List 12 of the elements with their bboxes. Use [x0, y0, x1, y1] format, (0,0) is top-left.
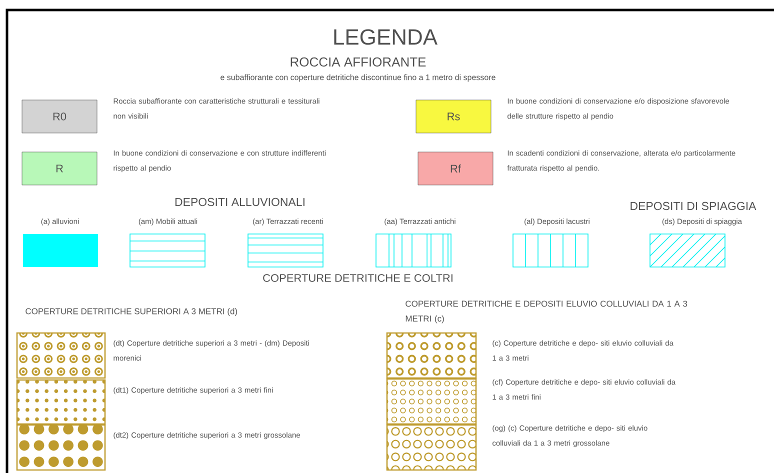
heading: COPERTURE DETRITICHE E DEPOSITI ELUVIO COLLUVIALI DA 1 A 3 METRI (c) [406, 300, 688, 324]
rock-box: Rs [416, 100, 492, 134]
heading: DEPOSITI ALLUVIONALI [175, 198, 304, 206]
heading: ROCCIA AFFIORANTE [290, 57, 426, 67]
subtitle: e subaffiorante con coperture detritiche discontinue fino a 1 metro di spessore [220, 74, 496, 82]
rock-box: R0 [22, 100, 98, 134]
heading: COPERTURE DETRITICHE SUPERIORI A 3 METRI (d) [26, 308, 238, 316]
rock-box: R [22, 152, 98, 186]
heading: COPERTURE DETRITICHE E COLTRI [263, 274, 452, 282]
title: LEGENDA [334, 29, 438, 45]
rock-box: Rf [418, 152, 494, 186]
heading: DEPOSITI DI SPIAGGIA [630, 202, 756, 210]
